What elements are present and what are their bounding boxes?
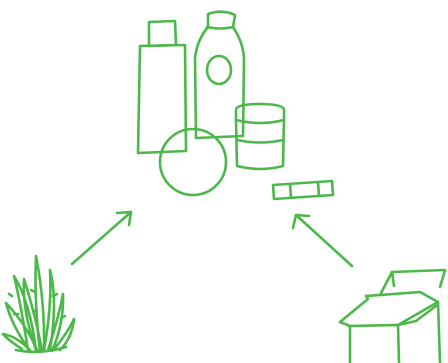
- arrow-box-to-products: [293, 215, 352, 266]
- round-compact-icon: [160, 129, 226, 195]
- aloe-plant-icon: [3, 256, 74, 352]
- cosmetic-bottles-icon: [138, 12, 333, 199]
- arrow-aloe-to-products: [72, 212, 131, 264]
- lipstick-icon: [273, 181, 333, 199]
- open-box-icon: [340, 270, 445, 363]
